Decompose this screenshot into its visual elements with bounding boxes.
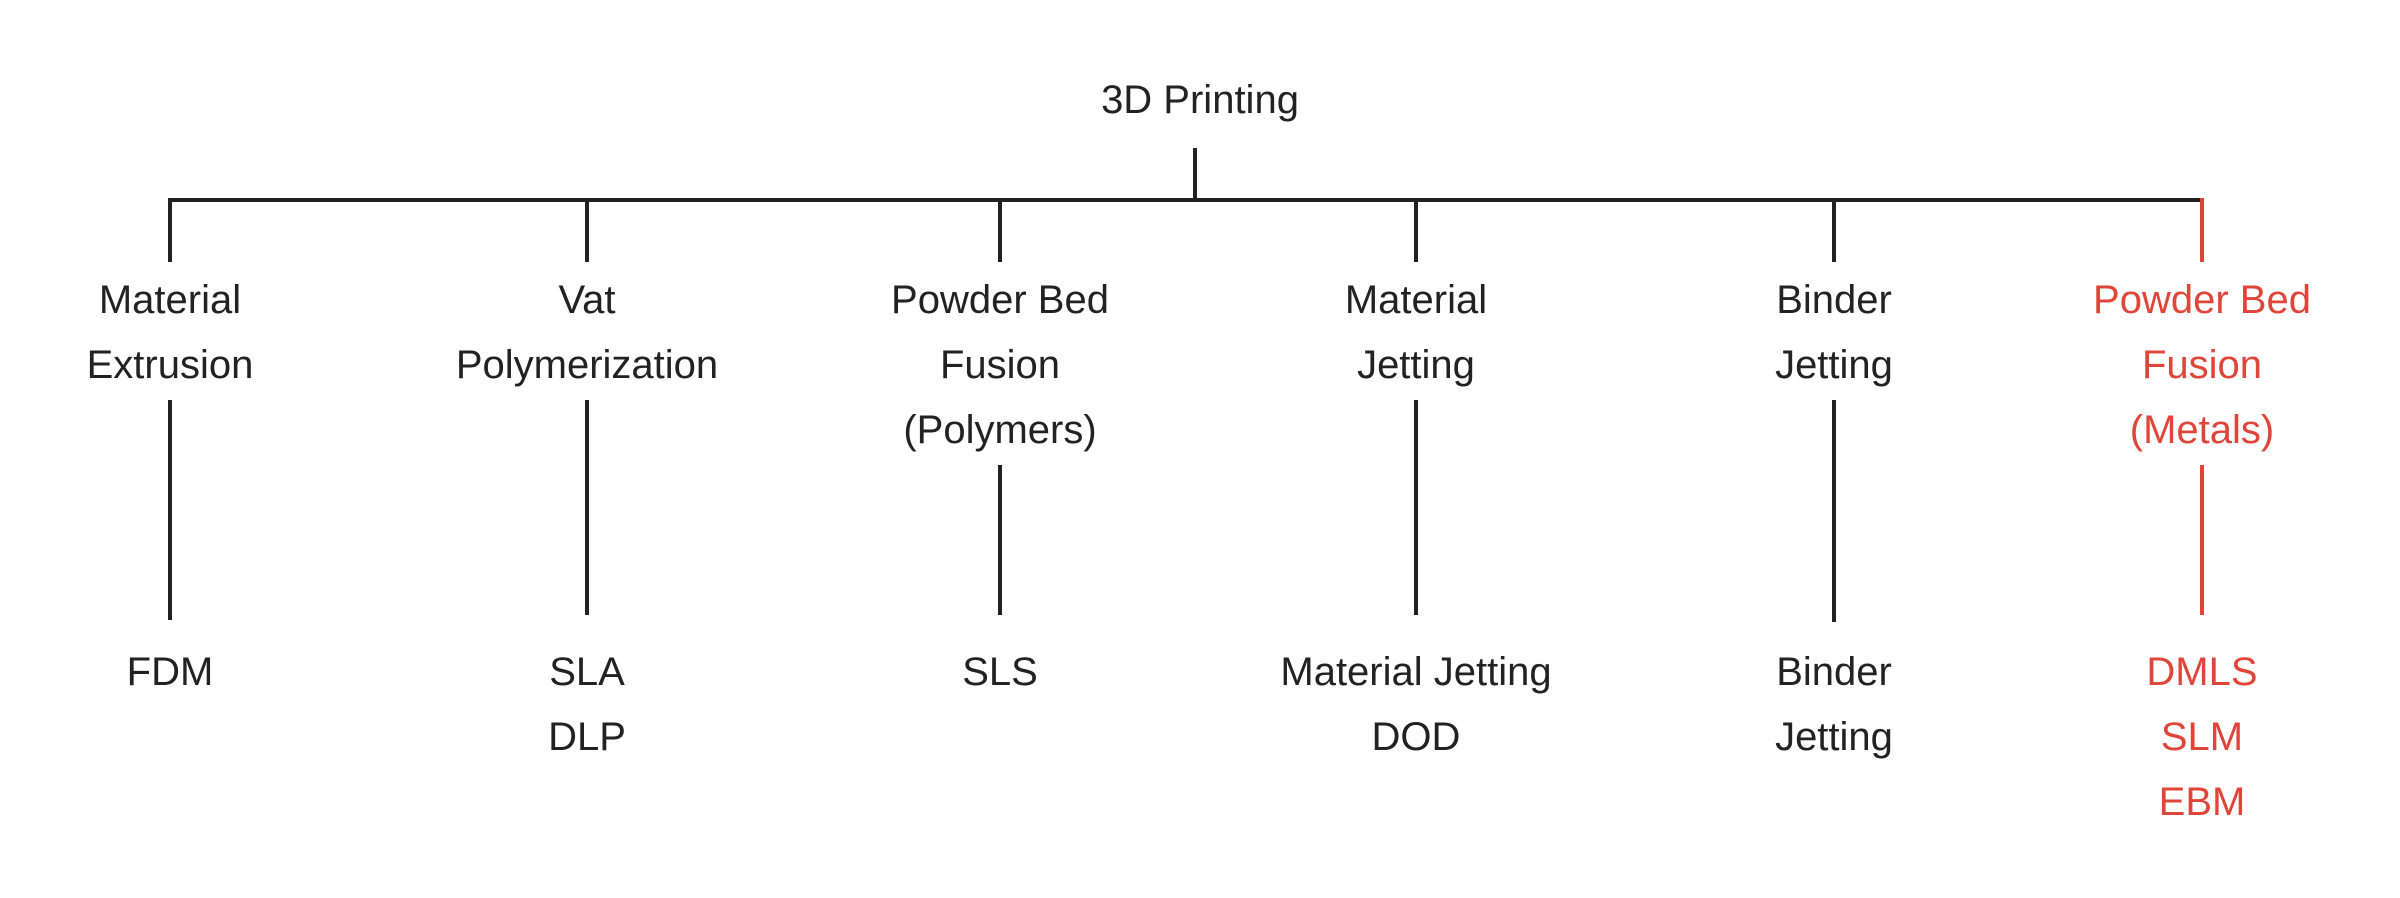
category-label-line: Powder Bed bbox=[891, 278, 1109, 322]
category-label-line: Fusion bbox=[2141, 343, 2263, 387]
root-node-label: 3D Printing bbox=[1101, 78, 1299, 122]
category-label-line: Jetting bbox=[1775, 343, 1893, 387]
process-label: DOD bbox=[1371, 715, 1461, 759]
category-label-line: Polymerization bbox=[455, 343, 719, 387]
process-label: SLM bbox=[2160, 715, 2244, 759]
process-label: DMLS bbox=[2146, 650, 2258, 694]
process-label: EBM bbox=[2158, 780, 2246, 824]
category-label-line: Material bbox=[1344, 278, 1488, 322]
processes-vat-polymerization: SLA DLP bbox=[387, 640, 787, 770]
processes-powder-bed-fusion-metals: DMLS SLM EBM bbox=[2002, 640, 2400, 835]
category-binder-jetting: Binder Jetting bbox=[1634, 268, 2034, 398]
process-label: SLA bbox=[549, 650, 625, 694]
category-label-line: Extrusion bbox=[86, 343, 254, 387]
process-label: DLP bbox=[548, 715, 626, 759]
category-powder-bed-fusion-polymers: Powder Bed Fusion (Polymers) bbox=[800, 268, 1200, 463]
process-label: Binder bbox=[1776, 650, 1892, 694]
category-label-line: Powder Bed bbox=[2093, 278, 2311, 322]
processes-material-extrusion: FDM bbox=[0, 640, 370, 705]
processes-material-jetting: Material Jetting DOD bbox=[1216, 640, 1616, 770]
category-label-line: Material bbox=[98, 278, 242, 322]
process-label: SLS bbox=[962, 650, 1038, 694]
category-powder-bed-fusion-metals: Powder Bed Fusion (Metals) bbox=[2002, 268, 2400, 463]
process-label: Material Jetting bbox=[1280, 650, 1552, 694]
category-label-line: Vat bbox=[558, 278, 616, 322]
category-label-line: (Metals) bbox=[2129, 408, 2275, 452]
processes-binder-jetting: Binder Jetting bbox=[1634, 640, 2034, 770]
processes-powder-bed-fusion-polymers: SLS bbox=[800, 640, 1200, 705]
category-material-jetting: Material Jetting bbox=[1216, 268, 1616, 398]
category-vat-polymerization: Vat Polymerization bbox=[387, 268, 787, 398]
category-label-line: (Polymers) bbox=[903, 408, 1097, 452]
process-label: FDM bbox=[126, 650, 214, 694]
process-label: Jetting bbox=[1775, 715, 1893, 759]
category-label-line: Binder bbox=[1776, 278, 1892, 322]
category-label-line: Fusion bbox=[939, 343, 1061, 387]
category-label-line: Jetting bbox=[1357, 343, 1475, 387]
category-material-extrusion: Material Extrusion bbox=[0, 268, 370, 398]
